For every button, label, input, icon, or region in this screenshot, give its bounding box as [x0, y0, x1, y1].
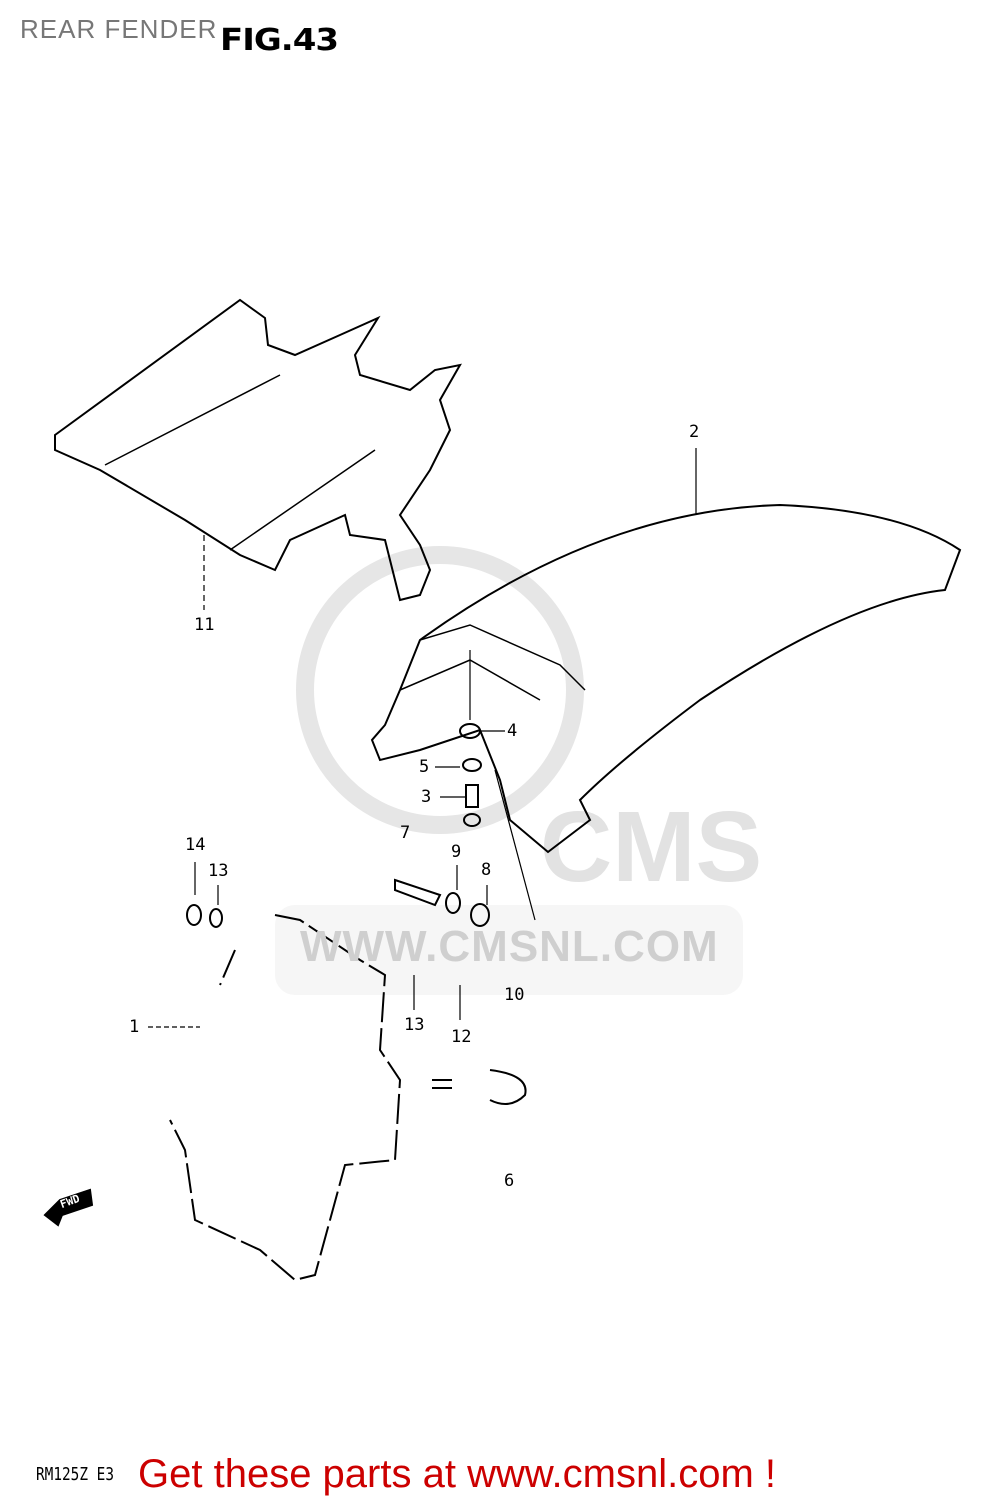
figure-number: FIG.43 [220, 22, 339, 58]
page-title: REAR FENDER [20, 14, 218, 44]
callout-11: 11 [194, 615, 215, 635]
callout-8: 8 [481, 860, 492, 880]
callout-2: 2 [689, 422, 700, 442]
promo-link[interactable]: Get these parts at www.cmsnl.com ! [138, 1452, 776, 1496]
callout-6: 6 [504, 1171, 515, 1191]
watermark-url: WWW.CMSNL.COM [300, 922, 719, 971]
part-11-inner-fender [54, 298, 462, 602]
callout-13-lower: 13 [404, 1015, 425, 1035]
model-code: RM125Z E3 [36, 1464, 115, 1485]
callout-12: 12 [451, 1027, 472, 1047]
watermark-band [275, 905, 743, 995]
callout-14: 14 [185, 835, 206, 855]
watermark-ring [296, 546, 584, 834]
watermark-logo: CMS [540, 791, 763, 903]
callout-5: 5 [419, 757, 430, 777]
callout-3: 3 [421, 787, 432, 807]
forward-arrow-icon [43, 1188, 94, 1227]
callout-9: 9 [451, 842, 462, 862]
part-2-rear-fender [370, 503, 962, 854]
callout-7: 7 [400, 823, 411, 843]
callout-1: 1 [129, 1017, 140, 1037]
callout-13-upper: 13 [208, 861, 229, 881]
part-1-number-plate [169, 914, 402, 1282]
hardware-parts [186, 723, 527, 1105]
callout-10: 10 [504, 985, 525, 1005]
callout-4: 4 [507, 721, 518, 741]
